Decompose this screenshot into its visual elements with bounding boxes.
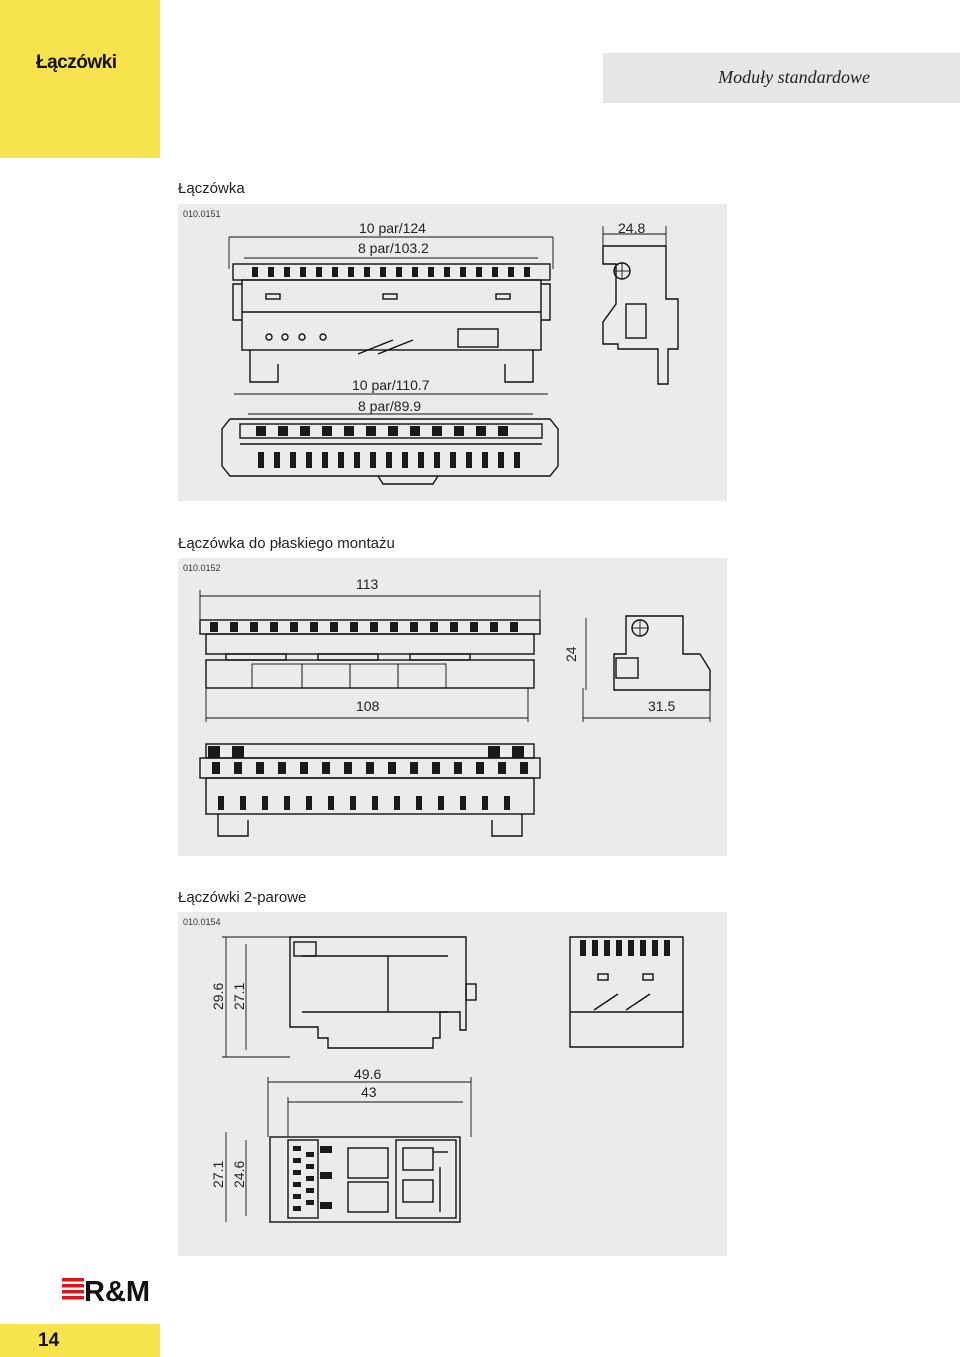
dimension-label: 49.6 [354, 1066, 382, 1082]
dimension-label: 24.8 [618, 220, 646, 236]
section-title: Łączówki [36, 52, 117, 73]
technical-drawing [222, 936, 684, 1223]
technical-drawing [199, 590, 711, 837]
product-code: 010.0152 [183, 563, 221, 573]
dimension-label: 10 par/124 [359, 220, 426, 236]
page-subtitle: Moduły standardowe [718, 67, 870, 87]
dimension-label: 8 par/89.9 [358, 398, 422, 414]
product-caption: Łączówka [178, 180, 245, 197]
product-caption: Łączówki 2-parowe [178, 889, 307, 906]
section-tab: Łączówki [0, 0, 160, 158]
dimension-label: 8 par/103.2 [358, 240, 429, 256]
product-caption: Łączówka do płaskiego montażu [178, 535, 395, 552]
brand-logo-text: R&M [84, 1276, 150, 1308]
product-code: 010.0154 [183, 917, 221, 927]
product-code: 010.0151 [183, 209, 221, 219]
product-drawing-panel: 010.0151 10 par/124 8 par/103.2 24.8 10 … [178, 204, 727, 501]
dimension-label: 43 [361, 1084, 377, 1100]
technical-drawing [221, 226, 679, 485]
dimension-label: 108 [356, 698, 380, 714]
product-drawing-panel: 010.0152 113 24 108 31.5 [178, 558, 727, 856]
product-drawing-panel: 010.0154 29.6 27.1 49.6 43 27.1 24.6 [178, 912, 727, 1256]
rm-logo: R&M [62, 1275, 162, 1308]
page-number: 14 [38, 1330, 60, 1351]
header-bar: Moduły standardowe [603, 53, 960, 103]
dimension-label: 113 [356, 576, 379, 592]
dimension-label: 10 par/110.7 [352, 377, 430, 393]
dimension-label: 31.5 [648, 698, 676, 714]
page-number-tab: 14 [0, 1324, 160, 1357]
